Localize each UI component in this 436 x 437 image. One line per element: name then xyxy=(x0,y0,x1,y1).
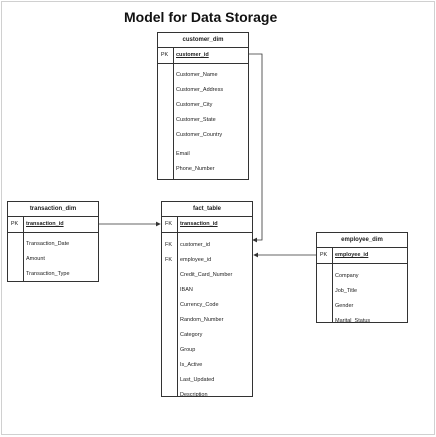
field-label: Company xyxy=(335,273,359,279)
table-row: Credit_Card_Number xyxy=(162,268,252,283)
field-label: Email xyxy=(176,151,190,157)
table-row: Customer_Address xyxy=(158,83,248,98)
table-row: Category xyxy=(162,328,252,343)
table-row: Customer_City xyxy=(158,98,248,113)
link-customer-to-fact xyxy=(249,53,263,243)
employee-dim-header: employee_dim xyxy=(317,233,407,248)
employee-id-field: employee_id xyxy=(335,252,369,258)
table-row: Gender xyxy=(317,299,407,314)
field-label: Last_Updated xyxy=(180,377,215,383)
field-label: Transaction_Date xyxy=(26,241,70,247)
field-label: Customer_Country xyxy=(176,132,223,138)
table-row: Random_Number xyxy=(162,313,252,328)
table-row: Description xyxy=(162,388,252,403)
employee-id-field: employee_id xyxy=(180,257,212,263)
table-row: Is_Active xyxy=(162,358,252,373)
field-label: Customer_City xyxy=(176,102,213,108)
field-label: Customer_Address xyxy=(176,87,224,93)
field-label: Category xyxy=(180,332,203,338)
pk-label: PK xyxy=(10,221,19,227)
customer-dim-table: customer_dim PK customer_id Customer_Nam… xyxy=(157,32,249,180)
fk-row: FK employee_id xyxy=(162,253,252,268)
fk-label: FK xyxy=(164,221,173,227)
field-label: Currency_Code xyxy=(180,302,219,308)
field-label: Description xyxy=(180,392,208,398)
table-row: Company xyxy=(317,269,407,284)
field-label: Phone_Number xyxy=(176,166,215,172)
table-row: Customer_Name xyxy=(158,68,248,83)
field-label: Gender xyxy=(335,303,354,309)
customer-dim-header: customer_dim xyxy=(158,33,248,48)
transaction-dim-table: transaction_dim PK transaction_id Transa… xyxy=(7,201,99,282)
diagram-title: Model for Data Storage xyxy=(124,9,278,25)
pk-label: PK xyxy=(160,52,169,58)
transaction-id-field: transaction_id xyxy=(26,221,64,227)
table-row: IBAN xyxy=(162,283,252,298)
table-row: Job_Title xyxy=(317,284,407,299)
field-label: IBAN xyxy=(180,287,193,293)
field-label: Marital_Status xyxy=(335,318,371,324)
field-label: Customer_State xyxy=(176,117,216,123)
field-label: Customer_Name xyxy=(176,72,218,78)
fact-table-key-row: FK transaction_id xyxy=(162,217,252,233)
table-row: Amount xyxy=(8,252,98,267)
transaction-dim-header: transaction_dim xyxy=(8,202,98,217)
table-row: Marital_Status xyxy=(317,314,407,329)
fk-row: FK customer_id xyxy=(162,238,252,253)
table-row: Transaction_Type xyxy=(8,267,98,282)
field-label: Is_Active xyxy=(180,362,203,368)
table-row: Currency_Code xyxy=(162,298,252,313)
customer-dim-pk-row: PK customer_id xyxy=(158,48,248,64)
table-row: Group xyxy=(162,343,252,358)
field-label: Job_Title xyxy=(335,288,358,294)
table-row: Customer_State xyxy=(158,113,248,128)
customer-id-field: customer_id xyxy=(180,242,210,248)
table-row: Transaction_Date xyxy=(8,237,98,252)
pk-label: PK xyxy=(319,252,328,258)
fact-table: fact_table FK transaction_id FK customer… xyxy=(161,201,253,398)
employee-dim-pk-row: PK employee_id xyxy=(317,248,407,264)
field-label: Credit_Card_Number xyxy=(180,272,233,278)
fk-label: FK xyxy=(164,242,173,248)
transaction-id-field: transaction_id xyxy=(180,221,218,227)
customer-id-field: customer_id xyxy=(176,52,209,58)
table-row: Last_Updated xyxy=(162,373,252,388)
fk-label: FK xyxy=(164,257,173,263)
fact-table-header: fact_table xyxy=(162,202,252,217)
table-row: Phone_Number xyxy=(158,162,248,177)
table-row: Customer_Country xyxy=(158,128,248,143)
transaction-dim-pk-row: PK transaction_id xyxy=(8,217,98,233)
employee-dim-table: employee_dim PK employee_id Company Job_… xyxy=(316,232,408,324)
field-label: Group xyxy=(180,347,196,353)
field-label: Random_Number xyxy=(180,317,224,323)
field-label: Transaction_Type xyxy=(26,271,70,277)
table-row: Email xyxy=(158,147,248,162)
field-label: Amount xyxy=(26,256,45,262)
